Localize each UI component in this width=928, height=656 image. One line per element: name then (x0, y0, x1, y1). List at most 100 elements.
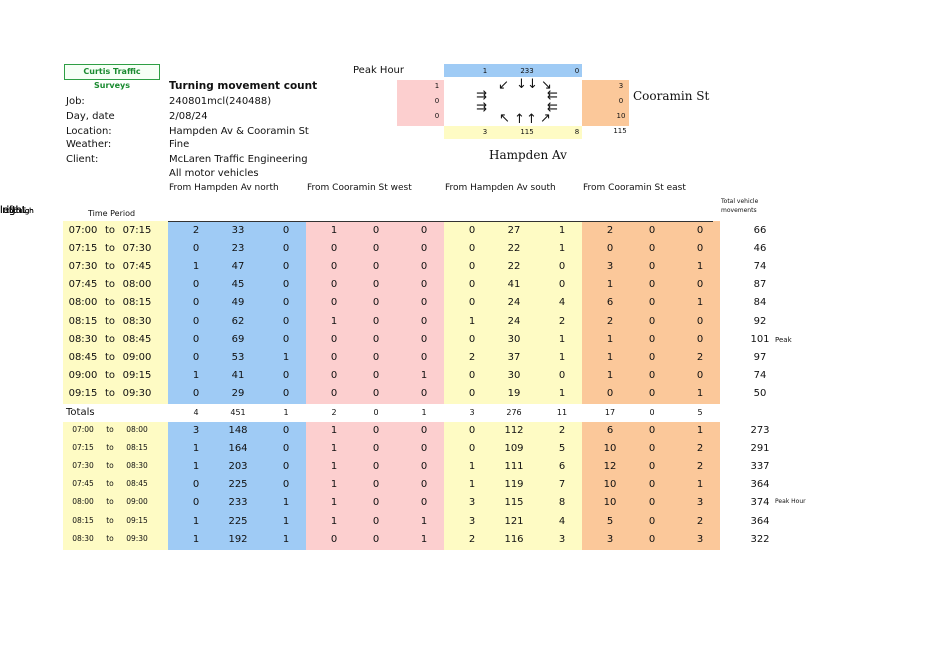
approach-header-east: From Cooramin St east (583, 183, 686, 193)
row-15min-time-from: 08:00 (68, 297, 98, 309)
row-hourly-count: 8 (558, 497, 566, 509)
row-hourly-count: 1 (330, 479, 338, 491)
row-hourly-count: 1 (420, 533, 428, 545)
row-15min-count: 0 (192, 351, 200, 363)
row-15min-count: 0 (282, 387, 290, 399)
row-hourly-time-from: 08:30 (72, 533, 94, 543)
row-hourly-total: 364 (750, 515, 770, 527)
row-hourly-time-to: 09:00 (126, 497, 148, 507)
totals-count: 2 (331, 408, 337, 417)
row-hourly-count: 0 (648, 497, 656, 509)
meta-label-date: Day, date (66, 111, 115, 122)
row-15min-count: 30 (507, 333, 521, 345)
row-15min-count: 0 (420, 351, 428, 363)
row-15min-count: 0 (648, 315, 656, 327)
diagram-west-2: 0 (434, 97, 440, 105)
row-hourly-count: 0 (420, 461, 428, 473)
approach-header-north: From Hampden Av north (169, 183, 279, 193)
row-hourly-time-to: 09:30 (126, 533, 148, 543)
totals-count: 5 (697, 408, 703, 417)
row-hourly-count: 192 (228, 533, 248, 545)
totals-count: 0 (373, 408, 379, 417)
row-15min-count: 0 (372, 333, 380, 345)
row-hourly-count: 2 (696, 461, 704, 473)
row-hourly-count: 1 (468, 479, 476, 491)
east-arrow-icon: ⇇ (547, 88, 558, 103)
row-15min-count: 0 (372, 261, 380, 273)
row-15min-time-to: 07:15 (122, 225, 152, 236)
diagram-east-1: 3 (618, 82, 624, 90)
company-logo: Curtis Traffic Surveys (64, 64, 160, 90)
row-15min-count: 1 (558, 243, 566, 255)
row-15min-time-to: 08:00 (122, 279, 152, 291)
row-hourly-time-to-word: to (106, 461, 114, 471)
row-15min-count: 0 (696, 243, 704, 255)
south-approach-box (444, 126, 582, 139)
row-15min-count: 30 (507, 369, 521, 381)
row-15min-count: 45 (231, 279, 245, 291)
meta-value-client: McLaren Traffic Engineering (169, 154, 308, 165)
row-hourly-count: 0 (648, 443, 656, 455)
row-15min-count: 24 (507, 315, 521, 327)
meta-value-date: 2/08/24 (169, 111, 208, 122)
row-15min-count: 22 (507, 261, 521, 273)
row-hourly-count: 12 (603, 461, 617, 473)
row-15min-count: 0 (282, 279, 290, 291)
row-15min-count: 2 (606, 315, 614, 327)
row-15min-count: 0 (330, 279, 338, 291)
row-15min-count: 1 (558, 351, 566, 363)
row-15min-count: 0 (420, 261, 428, 273)
row-hourly-count: 2 (696, 443, 704, 455)
movement-header-left: left (0, 205, 17, 216)
row-hourly-count: 10 (603, 443, 617, 455)
row-15min-count: 4 (558, 297, 566, 309)
row-15min-count: 0 (420, 387, 428, 399)
row-hourly-count: 203 (228, 461, 248, 473)
row-15min-count: 1 (606, 369, 614, 381)
time-col-bg-hourly (63, 422, 168, 550)
movement-header-right: right (2, 205, 26, 216)
row-hourly-count: 109 (504, 443, 524, 455)
row-15min-count: 0 (372, 279, 380, 291)
row-15min-count: 0 (468, 225, 476, 236)
row-15min-count: 0 (468, 243, 476, 255)
row-15min-count: 0 (696, 333, 704, 345)
row-hourly-time-from: 07:00 (72, 425, 94, 434)
row-15min-time-from: 07:45 (68, 279, 98, 291)
row-hourly-count: 0 (372, 461, 380, 473)
row-15min-count: 0 (420, 225, 428, 236)
row-15min-count: 0 (372, 243, 380, 255)
row-15min-count: 19 (507, 387, 521, 399)
row-hourly-count: 1 (282, 497, 290, 509)
row-hourly-count: 3 (192, 425, 200, 436)
row-15min-count: 0 (192, 243, 200, 255)
row-hourly-count: 225 (228, 479, 248, 491)
row-15min-total: 74 (753, 369, 767, 381)
row-hourly-count: 3 (606, 533, 614, 545)
row-15min-count: 1 (558, 225, 566, 236)
row-15min-count: 24 (507, 297, 521, 309)
movement-header-left: left (0, 205, 17, 216)
row-15min-total: 84 (753, 297, 767, 309)
row-15min-total: 97 (753, 351, 767, 363)
row-15min-count: 6 (606, 297, 614, 309)
row-15min-count: 0 (468, 297, 476, 309)
row-hourly-count: 225 (228, 515, 248, 527)
movement-header-right: right (2, 205, 26, 216)
row-15min-count: 1 (468, 315, 476, 327)
row-15min-count: 69 (231, 333, 245, 345)
row-hourly-note: Peak Hour (775, 498, 806, 506)
west-arrow-icon: ⇉ (476, 88, 487, 103)
page-title: Turning movement count (169, 80, 318, 92)
row-15min-count: 62 (231, 315, 245, 327)
north-right-arrow-icon: ↘ (541, 78, 552, 93)
row-15min-time-from: 08:45 (68, 351, 98, 363)
west-approach-box (397, 80, 444, 126)
row-hourly-count: 1 (420, 515, 428, 527)
row-15min-count: 1 (558, 387, 566, 399)
row-hourly-count: 0 (372, 425, 380, 436)
row-15min-count: 0 (372, 225, 380, 236)
row-15min-time-to: 08:30 (122, 315, 152, 327)
row-15min-count: 1 (696, 297, 704, 309)
row-hourly-count: 1 (192, 515, 200, 527)
